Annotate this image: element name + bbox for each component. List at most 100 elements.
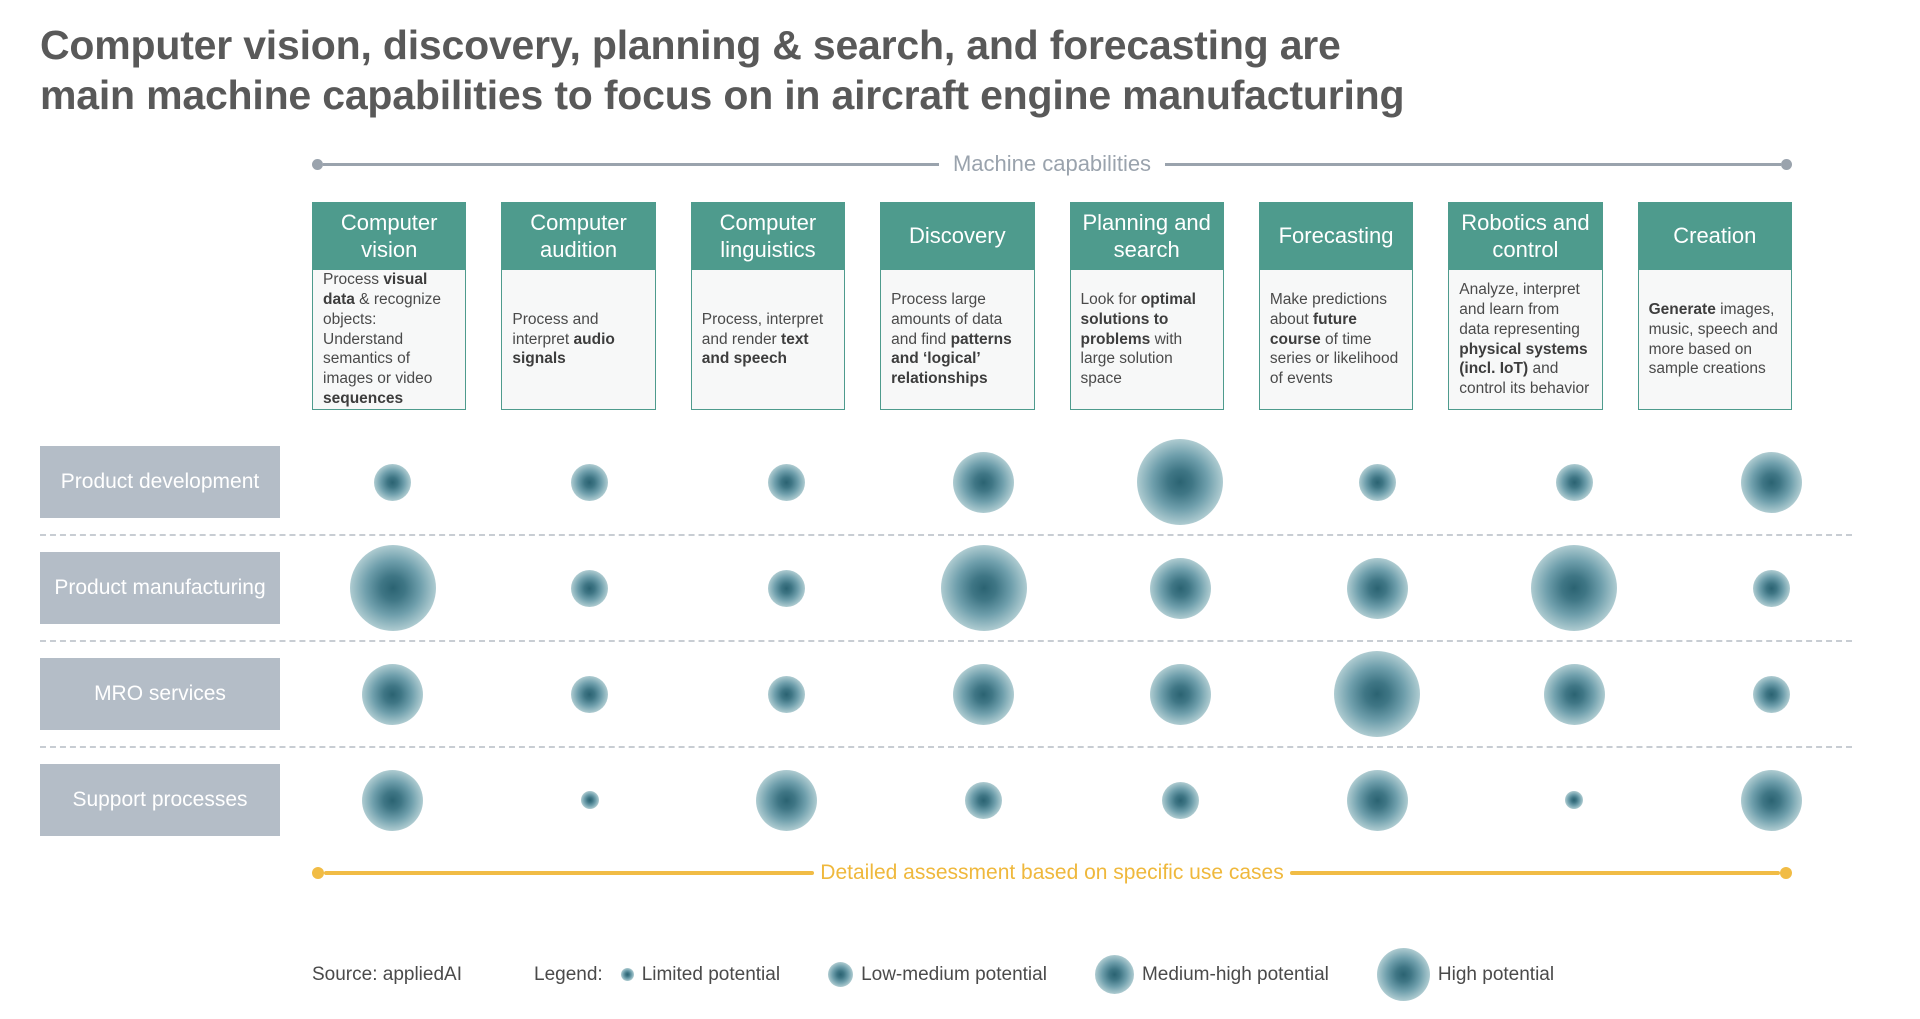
cell-product-development-creation: [1690, 439, 1852, 525]
potential-bubble-high: [349, 545, 436, 632]
potential-bubble-low-medium: [768, 463, 806, 501]
potential-bubble-medium-high: [756, 769, 818, 831]
assessment-label: Detailed assessment based on specific us…: [820, 861, 1284, 885]
row-cells: [312, 545, 1852, 632]
row-cells: [312, 651, 1852, 738]
capability-header-label: Computer vision: [312, 202, 467, 271]
cell-product-manufacturing-creation: [1690, 545, 1852, 631]
capability-description: Process large amounts of data and find p…: [880, 270, 1035, 411]
capability-description-text: Process and interpret audio signals: [512, 310, 615, 368]
cell-mro-services-computer-linguistics: [706, 651, 868, 737]
row-cells: [312, 769, 1852, 831]
potential-bubble-low-medium: [965, 781, 1003, 819]
cell-support-processes-computer-linguistics: [706, 769, 868, 831]
potential-bubble-low-medium: [1161, 781, 1199, 819]
cell-mro-services-discovery: [903, 651, 1065, 737]
cell-support-processes-robotics-and-control: [1493, 770, 1655, 831]
potential-bubble-medium-high: [1149, 557, 1211, 619]
potential-bubble-medium-high: [1543, 663, 1605, 725]
potential-bubble-low-medium: [1752, 569, 1790, 607]
legend-bubble-limited: [620, 968, 634, 982]
cell-support-processes-discovery: [903, 770, 1065, 831]
row-divider: [40, 640, 1852, 643]
potential-bubble-medium-high: [1740, 769, 1802, 831]
capability-header-label: Computer audition: [501, 202, 656, 271]
assessment-line: Detailed assessment based on specific us…: [312, 860, 1793, 886]
row-divider: [40, 534, 1852, 537]
potential-bubble-medium-high: [1740, 451, 1802, 513]
potential-bubble-medium-high: [362, 769, 424, 831]
potential-bubble-limited: [580, 791, 599, 810]
potential-bubble-medium-high: [362, 663, 424, 725]
machine-capabilities-label: Machine capabilities: [952, 151, 1152, 177]
cell-support-processes-creation: [1690, 769, 1852, 831]
slide: Computer vision, discovery, planning & s…: [0, 20, 1920, 1019]
potential-bubble-low-medium: [374, 463, 412, 501]
matrix-row-product-development: Product development: [40, 430, 1852, 534]
cell-mro-services-computer-audition: [509, 651, 671, 737]
cell-mro-services-computer-vision: [312, 651, 474, 737]
legend-item-label: High potential: [1437, 963, 1555, 985]
potential-bubble-medium-high: [953, 451, 1015, 513]
matrix-row-mro-services: MRO services: [40, 642, 1852, 746]
legend-item-label: Medium-high potential: [1141, 963, 1329, 985]
cell-product-manufacturing-forecasting: [1296, 545, 1458, 631]
row-label-product-manufacturing: Product manufacturing: [40, 552, 280, 625]
legend-item-limited-potential: Limited potential: [620, 964, 780, 986]
cell-support-processes-computer-vision: [312, 769, 474, 831]
potential-bubble-low-medium: [768, 569, 806, 607]
capability-description-text: Process, interpret and render text and s…: [701, 310, 824, 368]
potential-bubble-high: [1334, 651, 1421, 738]
capability-description-text: Analyze, interpret and learn from data r…: [1459, 281, 1590, 398]
legend-item-low-medium-potential: Low-medium potential: [828, 962, 1047, 988]
cell-mro-services-robotics-and-control: [1493, 651, 1655, 737]
capability-description: Analyze, interpret and learn from data r…: [1448, 270, 1603, 411]
cell-support-processes-computer-audition: [509, 770, 671, 831]
potential-bubble-medium-high: [1346, 769, 1408, 831]
capability-header-label: Planning and search: [1069, 202, 1224, 271]
assessment-left-dot-icon: [312, 867, 324, 880]
capability-description: Process, interpret and render text and s…: [690, 270, 846, 411]
potential-bubble-low-medium: [1358, 463, 1396, 501]
page-title: Computer vision, discovery, planning & s…: [40, 22, 1405, 119]
potential-bubble-low-medium: [571, 675, 609, 713]
cell-product-manufacturing-planning-and-search: [1100, 545, 1262, 631]
cell-product-development-computer-linguistics: [706, 439, 868, 525]
bracket-left-dot-icon: [312, 158, 323, 170]
cell-support-processes-forecasting: [1296, 769, 1458, 831]
row-label-support-processes: Support processes: [40, 764, 280, 837]
capability-header-label: Forecasting: [1258, 202, 1414, 271]
legend-item-medium-high-potential: Medium-high potential: [1094, 955, 1329, 995]
capability-description-text: Make predictions about future course of …: [1269, 290, 1399, 388]
capability-header-label: Computer linguistics: [690, 202, 846, 271]
cell-product-development-computer-vision: [312, 439, 474, 525]
legend-item-label: Low-medium potential: [861, 963, 1047, 985]
cell-product-manufacturing-computer-vision: [312, 545, 474, 632]
capability-description: Make predictions about future course of …: [1258, 270, 1414, 411]
potential-bubble-low-medium: [1555, 463, 1593, 501]
potential-bubble-limited: [1565, 791, 1584, 810]
potential-bubble-high: [1137, 439, 1224, 526]
cell-support-processes-planning-and-search: [1100, 770, 1262, 831]
potential-bubble-low-medium: [571, 569, 609, 607]
bracket-right-line: [1165, 162, 1782, 166]
cell-mro-services-forecasting: [1296, 651, 1458, 738]
cell-product-development-robotics-and-control: [1493, 439, 1655, 525]
capability-description: Process visual data & recognize objects:…: [312, 270, 467, 411]
potential-bubble-low-medium: [768, 675, 806, 713]
row-label-product-development: Product development: [40, 446, 280, 519]
legend-bubble-high: [1376, 948, 1430, 1002]
legend-bubble-low-medium: [828, 962, 854, 988]
row-cells: [312, 439, 1852, 526]
cell-product-development-computer-audition: [509, 439, 671, 525]
assessment-right-line: [1289, 871, 1781, 876]
cell-product-manufacturing-computer-audition: [509, 545, 671, 631]
